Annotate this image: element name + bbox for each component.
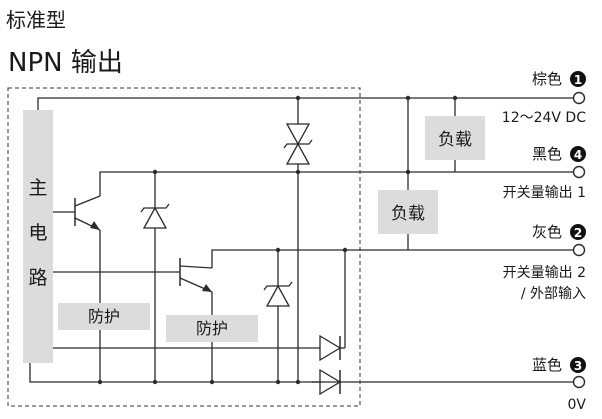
terminal-black (572, 165, 586, 179)
load-black (407, 98, 485, 172)
protection-diode-upper (53, 250, 346, 362)
wire-blue-description: 0V (568, 397, 587, 413)
wire-black-number-badge (570, 146, 586, 162)
load-gray (378, 172, 438, 250)
output-title: NPN 输出 (8, 48, 123, 78)
wire-brown-number: 1 (574, 73, 582, 87)
wire-blue-number: 3 (574, 359, 582, 373)
tvs-diode (283, 98, 313, 382)
main-circuit-block (23, 110, 53, 363)
main-circuit-char-3: 路 (28, 267, 47, 289)
protection-label-2: 防护 (196, 319, 228, 338)
terminal-brown (572, 91, 586, 105)
wire-brown-number-badge (570, 71, 586, 87)
protection-diode-lower (312, 368, 342, 396)
wire-brown-color: 棕色 (532, 70, 562, 88)
type-label: 标准型 (6, 8, 66, 32)
load-label-1: 负载 (438, 130, 472, 150)
zener-diode-1 (140, 172, 170, 382)
terminal-gray (572, 243, 586, 257)
blue-line (29, 363, 574, 385)
main-circuit-char-1: 主 (28, 177, 47, 199)
wire-brown-description: 12～24V DC (502, 110, 586, 126)
wire-gray-description: 开关量输出 2 (503, 265, 586, 281)
wire-black-number: 4 (574, 148, 582, 162)
wire-blue-number-badge (570, 357, 586, 373)
protection-box-2 (166, 315, 258, 342)
zener-diode-2 (263, 250, 293, 382)
protection-box-1 (58, 303, 150, 330)
brown-line (37, 95, 574, 110)
terminal-blue (572, 375, 586, 389)
wire-gray-color: 灰色 (532, 223, 562, 241)
sensor-boundary (7, 87, 361, 407)
wire-gray-description-line2: / 外部输入 (521, 286, 586, 302)
wire-black-description: 开关量输出 1 (503, 185, 586, 201)
wire-black-color: 黑色 (532, 145, 562, 163)
wire-gray-number: 2 (574, 226, 582, 240)
protection-label-1: 防护 (88, 307, 120, 326)
wire-blue-color: 蓝色 (532, 356, 562, 374)
transistor-1 (53, 195, 101, 382)
main-circuit-char-2: 电 (28, 222, 47, 244)
wire-gray-number-badge (570, 224, 586, 240)
load-label-2: 负载 (391, 204, 425, 224)
